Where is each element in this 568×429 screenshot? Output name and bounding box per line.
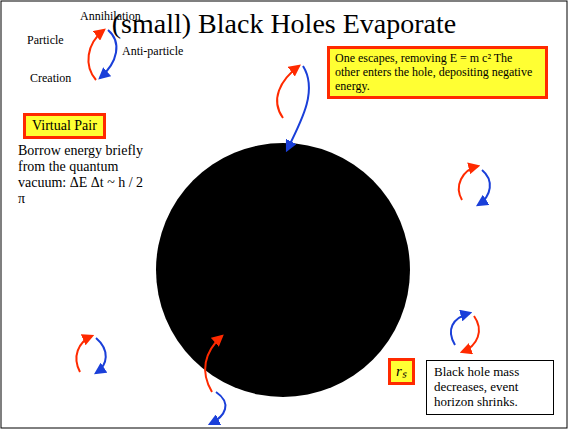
particle-label: Particle xyxy=(27,34,64,48)
uncertainty-note: Borrow energy briefly from the quantum v… xyxy=(18,143,153,207)
box-text: Virtual Pair xyxy=(32,118,97,134)
antiparticle-label: Anti-particle xyxy=(122,45,183,59)
radius-box: rₛ xyxy=(388,358,415,385)
note-box: Black hole mass decreases, event horizon… xyxy=(426,360,554,415)
note-box: One escapes, removing E = m c² The other… xyxy=(327,46,548,99)
term-box: Virtual Pair xyxy=(23,113,106,139)
box-text: Black hole mass decreases, event horizon… xyxy=(434,365,546,410)
creation-label: Creation xyxy=(30,72,71,86)
black-hole xyxy=(156,143,410,397)
box-text: rₛ xyxy=(396,363,407,380)
annihilation-label: Annihilation xyxy=(80,10,141,24)
box-text: One escapes, removing E = m c² The other… xyxy=(335,52,540,93)
